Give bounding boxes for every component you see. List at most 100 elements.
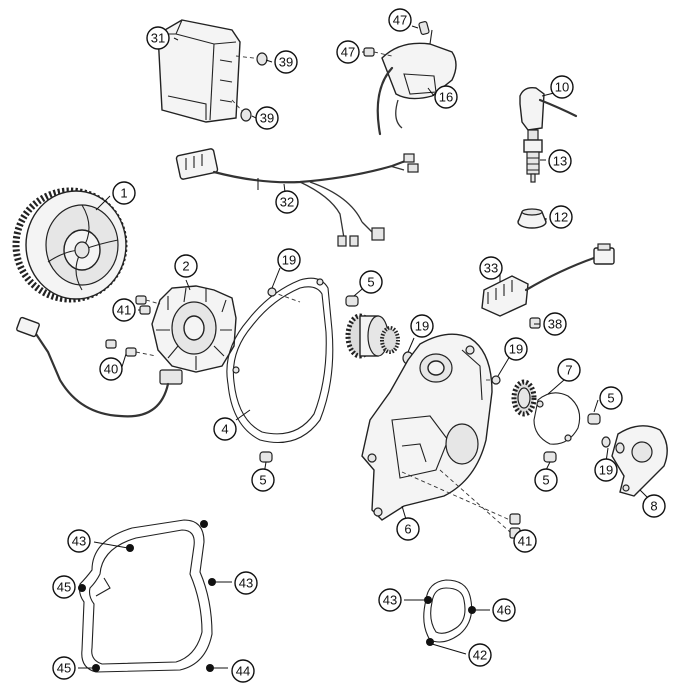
svg-text:13: 13 — [553, 154, 567, 169]
callout-7: 7 — [557, 358, 581, 382]
gasket-marker-dot — [126, 544, 134, 552]
svg-text:43: 43 — [72, 534, 86, 549]
spark-plug-13 — [523, 129, 543, 183]
pump-gasket-7 — [533, 392, 581, 445]
gasket-marker-dot — [426, 638, 434, 646]
svg-text:33: 33 — [484, 261, 498, 276]
callout-41-stator: 41 — [112, 298, 136, 322]
callout-19-pump: 19 — [594, 458, 618, 482]
svg-text:6: 6 — [404, 522, 411, 537]
svg-text:16: 16 — [439, 90, 453, 105]
svg-text:10: 10 — [555, 80, 569, 95]
callout-43-large-right: 43 — [234, 571, 258, 595]
stator-2 — [16, 285, 237, 418]
svg-text:40: 40 — [104, 362, 118, 377]
callout-10: 10 — [550, 75, 574, 99]
gasket-marker-dot — [92, 664, 100, 672]
callout-13: 13 — [548, 149, 572, 173]
svg-text:39: 39 — [279, 55, 293, 70]
callout-32: 32 — [275, 190, 299, 214]
callout-5-upper: 5 — [359, 270, 383, 294]
leader-lines — [78, 25, 651, 669]
svg-text:19: 19 — [415, 319, 429, 334]
svg-text:19: 19 — [282, 253, 296, 268]
bolt-38 — [529, 317, 541, 329]
callout-19-cover: 19 — [504, 337, 528, 361]
pump-impeller — [511, 379, 537, 417]
starter-gears — [345, 313, 400, 359]
cdi-unit-31 — [157, 19, 241, 123]
callout-45-top: 45 — [52, 575, 76, 599]
callout-31: 31 — [146, 26, 170, 50]
callout-5-lower: 5 — [251, 468, 275, 492]
dowel-5-lower — [259, 451, 273, 463]
spark-plug-cap-10 — [519, 86, 578, 131]
screw-47-top — [418, 21, 430, 35]
gasket-marker-dot — [468, 606, 476, 614]
bolt-19-cover — [486, 375, 501, 385]
svg-text:19: 19 — [509, 342, 523, 357]
svg-text:45: 45 — [57, 661, 71, 676]
svg-text:19: 19 — [599, 463, 613, 478]
svg-text:47: 47 — [393, 13, 407, 28]
svg-text:4: 4 — [221, 422, 228, 437]
dowel-5-upper — [345, 295, 359, 307]
bolts-41-cover — [401, 469, 521, 539]
callout-39-upper: 39 — [274, 50, 298, 74]
svg-text:1: 1 — [120, 186, 127, 201]
gasket-marker-dot — [206, 664, 214, 672]
gasket-4 — [226, 277, 334, 444]
callout-47-top: 47 — [388, 8, 412, 32]
svg-text:5: 5 — [367, 275, 374, 290]
starter-relay-16 — [376, 29, 457, 136]
seal-12 — [517, 208, 547, 229]
callout-45-bottom: 45 — [52, 656, 76, 680]
flywheel-rotor-1 — [12, 187, 128, 303]
washer-19-pump — [601, 436, 625, 454]
voltage-regulator-33 — [481, 243, 615, 317]
callout-12: 12 — [549, 205, 573, 229]
svg-text:47: 47 — [341, 45, 355, 60]
callout-43-small: 43 — [378, 588, 402, 612]
small-gasket-outline — [423, 579, 473, 643]
screw-41-stator — [135, 295, 161, 315]
callout-33: 33 — [479, 256, 503, 280]
svg-text:46: 46 — [497, 603, 511, 618]
gasket-marker-dot — [208, 578, 216, 586]
svg-text:5: 5 — [542, 473, 549, 488]
pump-cover-8 — [611, 425, 668, 497]
bolt-39-lower — [231, 99, 252, 122]
callout-40: 40 — [99, 357, 123, 381]
svg-text:45: 45 — [57, 580, 71, 595]
callout-38: 38 — [543, 312, 567, 336]
callout-1: 1 — [112, 181, 136, 205]
bolt-39-upper — [235, 52, 268, 66]
callout-39-lower: 39 — [255, 106, 279, 130]
callout-5-right: 5 — [599, 386, 623, 410]
wiring-harness-32 — [175, 148, 419, 247]
svg-text:38: 38 — [548, 317, 562, 332]
callout-46: 46 — [492, 598, 516, 622]
svg-text:5: 5 — [259, 473, 266, 488]
ignition-cover-6 — [361, 333, 493, 521]
gasket-marker-dot — [200, 520, 208, 528]
callout-43-large-top: 43 — [67, 529, 91, 553]
svg-text:2: 2 — [182, 259, 189, 274]
svg-text:12: 12 — [554, 210, 568, 225]
callout-19-gears: 19 — [410, 314, 434, 338]
callout-47-left: 47 — [336, 40, 360, 64]
callout-42: 42 — [468, 643, 492, 667]
callout-41-cover: 41 — [513, 529, 537, 553]
svg-text:8: 8 — [650, 499, 657, 514]
svg-text:31: 31 — [151, 31, 165, 46]
svg-text:39: 39 — [260, 111, 274, 126]
svg-text:42: 42 — [473, 648, 487, 663]
svg-text:7: 7 — [565, 363, 572, 378]
screw-40-stator — [105, 339, 157, 357]
gasket-marker-dot — [424, 596, 432, 604]
svg-text:32: 32 — [280, 195, 294, 210]
callout-2: 2 — [174, 254, 198, 278]
callout-6: 6 — [396, 517, 420, 541]
callout-19-gasket: 19 — [277, 248, 301, 272]
